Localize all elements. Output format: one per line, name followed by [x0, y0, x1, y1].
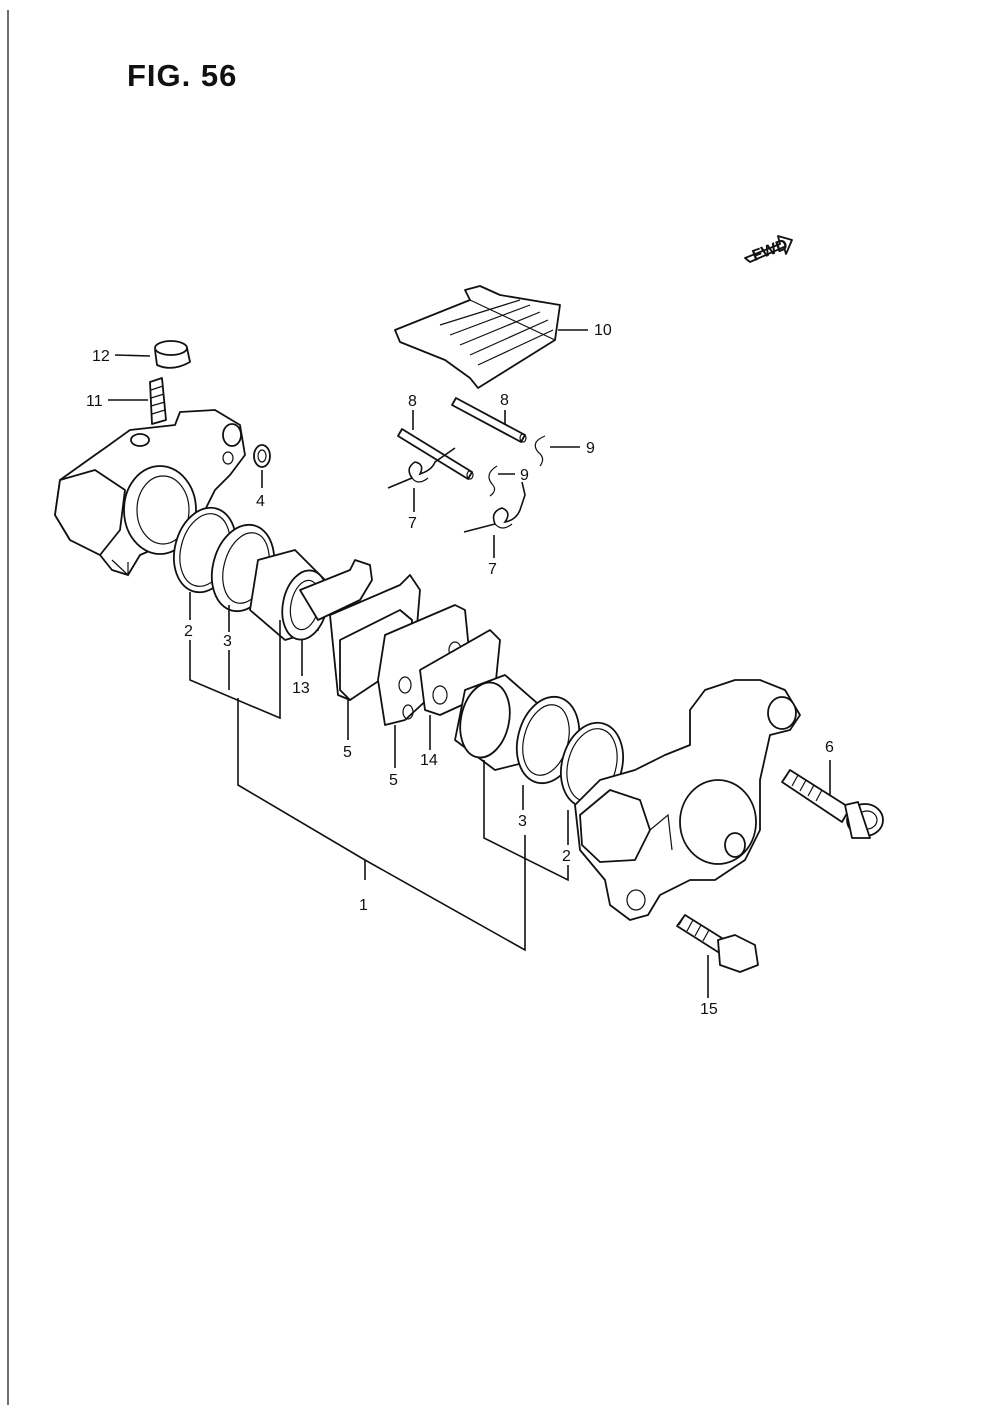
callout-8-right: 8: [500, 392, 509, 409]
left-caliper-body-part: [54, 409, 246, 577]
pad-pin-lower-part: [397, 428, 474, 480]
callout-15: 15: [700, 1001, 718, 1018]
pin-clip-lower-part: [488, 465, 498, 497]
callout-13: 13: [292, 680, 310, 697]
fwd-arrow-icon: FWD: [744, 235, 793, 265]
callout-6: 6: [825, 739, 834, 756]
callout-10: 10: [594, 322, 612, 339]
mounting-bolt-upper-part: [781, 769, 884, 839]
callout-2-right: 2: [562, 848, 571, 865]
figure-title: FIG. 56: [127, 58, 238, 93]
callout-3-left: 3: [223, 633, 232, 650]
callout-3-right: 3: [518, 813, 527, 830]
callout-labels: 12 11 4 10 8 8 9 9 7 7 2 3 13 5 5 14 6 3…: [86, 322, 834, 1018]
callout-14: 14: [420, 752, 438, 769]
callout-5-left: 5: [343, 744, 352, 761]
callout-5-right: 5: [389, 772, 398, 789]
right-caliper-body-part: [574, 679, 801, 921]
callout-4: 4: [256, 493, 265, 510]
callout-1: 1: [359, 897, 368, 914]
pad-cover-part: [394, 285, 561, 389]
fwd-label: FWD: [750, 236, 790, 264]
callout-2-left: 2: [184, 623, 193, 640]
callout-12: 12: [92, 348, 110, 365]
pin-clip-upper-part: [534, 435, 546, 467]
pad-spring-lower-part: [463, 481, 526, 533]
callout-7-lower: 7: [488, 561, 497, 578]
pad-spring-upper-part: [387, 447, 456, 489]
leader-lines: [108, 329, 831, 998]
callout-8-left: 8: [408, 393, 417, 410]
callout-9-lower: 9: [520, 467, 529, 484]
washer-part: [253, 444, 271, 468]
callout-11: 11: [86, 393, 103, 410]
bleeder-cap-part: [154, 340, 191, 369]
bleeder-valve-part: [149, 377, 167, 425]
pad-pin-upper-part: [451, 397, 527, 443]
callout-9-upper: 9: [586, 440, 595, 457]
callout-7-upper: 7: [408, 515, 417, 532]
pad-shim-left-part: [299, 559, 373, 621]
mounting-bolt-lower-part: [676, 914, 759, 973]
